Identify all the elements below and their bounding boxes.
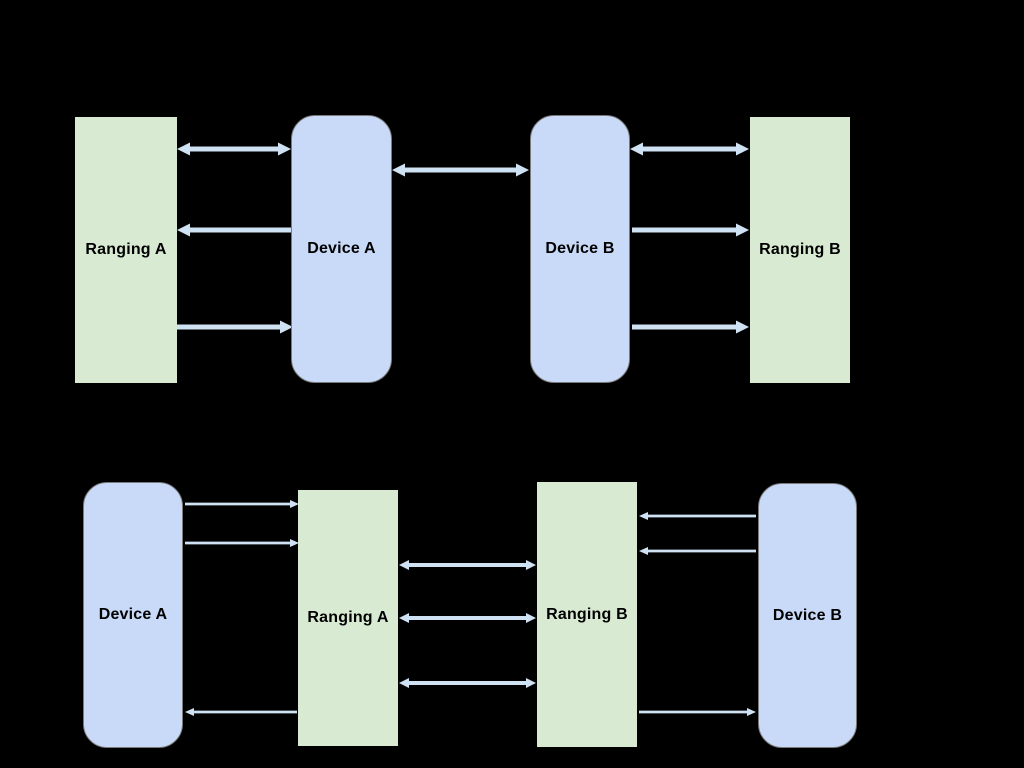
- arrow-top-5-both: [630, 142, 749, 156]
- arrowhead-right: [278, 142, 291, 156]
- label-top-device-a: Device A: [307, 240, 376, 257]
- box-top-ranging-b: Ranging B: [750, 117, 850, 383]
- arrow-top-7-right: [632, 320, 749, 334]
- box-top-device-b: Device B: [530, 115, 630, 383]
- box-top-device-a: Device A: [291, 115, 392, 383]
- arrow-bottom-7-left: [639, 512, 756, 520]
- box-bottom-device-b: Device B: [758, 483, 857, 748]
- arrowhead-left: [177, 223, 190, 237]
- box-bottom-ranging-b: Ranging B: [537, 482, 637, 747]
- arrowhead-left: [639, 512, 648, 520]
- arrow-bottom-9-right: [639, 708, 756, 716]
- arrowhead-left: [399, 613, 409, 623]
- arrow-bottom-2-right: [185, 539, 299, 547]
- arrow-bottom-8-left: [639, 547, 756, 555]
- label-top-ranging-a: Ranging A: [85, 241, 167, 258]
- label-bottom-device-b: Device B: [772, 606, 843, 624]
- box-top-ranging-a: Ranging A: [75, 117, 177, 383]
- arrowhead-left: [639, 547, 648, 555]
- arrowhead-right: [736, 142, 749, 156]
- arrowhead-right: [516, 163, 529, 177]
- label-top-ranging-b: Ranging B: [759, 241, 841, 258]
- arrowhead-left: [630, 142, 643, 156]
- arrow-bottom-5-both: [399, 613, 536, 623]
- arrowhead-left: [185, 708, 194, 716]
- arrow-top-2-left: [177, 223, 293, 237]
- label-bottom-device-a: Device A: [98, 606, 168, 623]
- arrow-top-1-both: [177, 142, 291, 156]
- arrowhead-left: [392, 163, 405, 177]
- arrow-top-6-right: [632, 223, 749, 237]
- arrowhead-right: [526, 560, 536, 570]
- arrowhead-left: [177, 142, 190, 156]
- label-bottom-ranging-b: Ranging B: [546, 605, 628, 623]
- arrow-top-4-both: [392, 163, 529, 177]
- arrowhead-right: [736, 320, 749, 334]
- box-bottom-device-a: Device A: [83, 482, 183, 748]
- arrowhead-right: [736, 223, 749, 237]
- arrow-top-3-right: [177, 320, 293, 334]
- label-bottom-ranging-a: Ranging A: [307, 609, 389, 626]
- arrow-bottom-4-both: [399, 560, 536, 570]
- arrowhead-right: [526, 678, 536, 688]
- arrowhead-left: [399, 678, 409, 688]
- box-bottom-ranging-a: Ranging A: [298, 490, 398, 746]
- arrow-bottom-3-left: [185, 708, 297, 716]
- arrowhead-right: [747, 708, 756, 716]
- arrow-bottom-6-both: [399, 678, 536, 688]
- arrowhead-right: [526, 613, 536, 623]
- arrowhead-left: [399, 560, 409, 570]
- label-top-device-b: Device B: [545, 240, 615, 257]
- arrow-bottom-1-right: [185, 500, 299, 508]
